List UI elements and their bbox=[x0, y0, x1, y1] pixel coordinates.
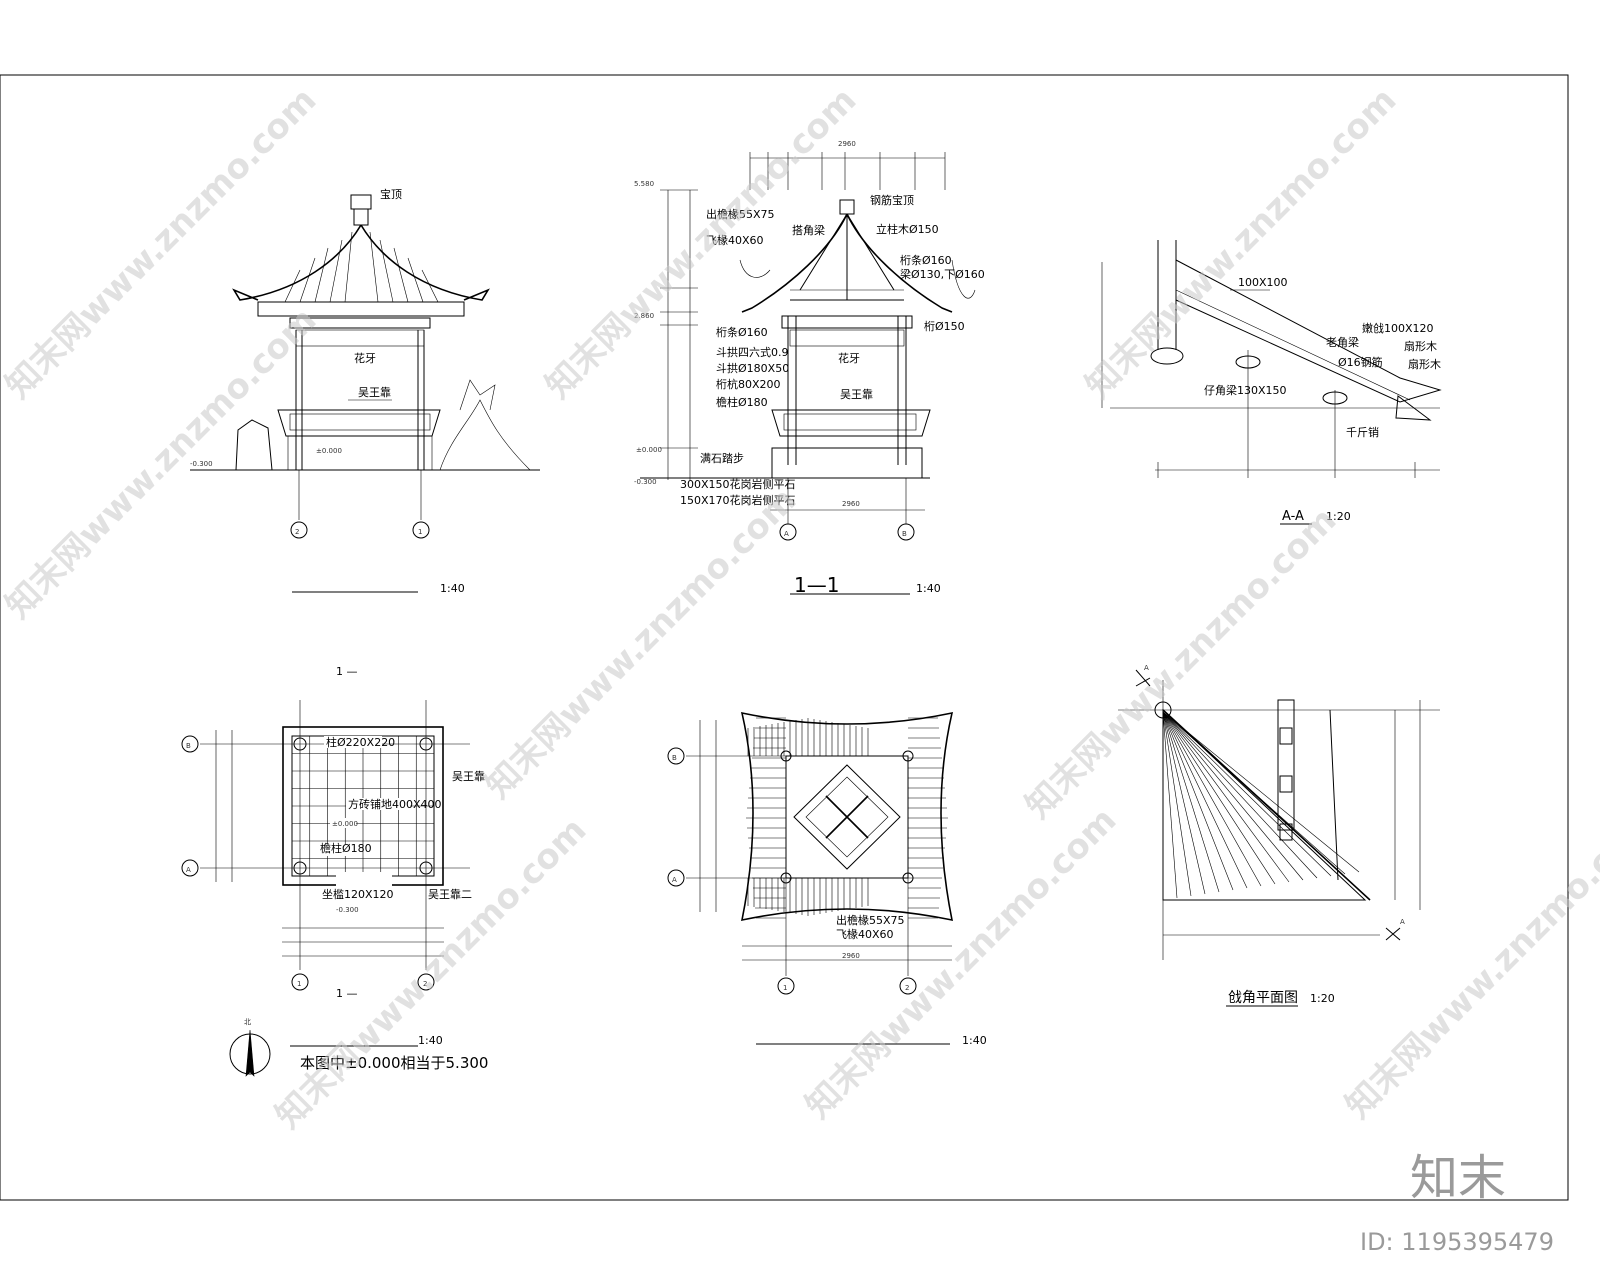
sec-label-1: 飞椽40X60 bbox=[706, 234, 764, 247]
roof-axis-row-1: A bbox=[672, 876, 677, 884]
roof-scale: 1:40 bbox=[962, 1034, 987, 1047]
plan-axis-row-1: A bbox=[186, 866, 191, 874]
plan-label-2: ±0.000 bbox=[332, 820, 358, 828]
aa-label-5: 仔角梁130X150 bbox=[1204, 383, 1287, 397]
aa-label-0: 100X100 bbox=[1238, 276, 1288, 289]
elev-axis-1: 1 bbox=[418, 528, 422, 536]
sec-label-16: 300X150花岗岩侧平石 bbox=[680, 477, 796, 491]
sec-label-2: 钢筋宝顶 bbox=[870, 193, 914, 207]
roof-plan-view: 2960 B A 1 2 出檐椽55X75 飞椽40X60 1:40 bbox=[667, 711, 987, 1047]
roof-axis-col-1: 2 bbox=[905, 984, 909, 992]
roof-axis-col-0: 1 bbox=[783, 984, 787, 992]
watermark-layer: 知末网www.znzmo.com 知末网www.znzmo.com 知末网www… bbox=[0, 80, 1600, 1136]
watermark-6: 知末网www.znzmo.com bbox=[268, 810, 594, 1136]
corner-title: 戗角平面图 bbox=[1228, 990, 1298, 1006]
watermark-8: 知末网www.znzmo.com bbox=[1338, 800, 1600, 1126]
roof-label-0: 出檐椽55X75 bbox=[836, 913, 905, 927]
corner-mark-top: A bbox=[1144, 664, 1149, 672]
aa-label-4: 扇形木 bbox=[1404, 339, 1437, 353]
sec-label-10: 斗拱Ø180X50 bbox=[716, 361, 789, 375]
elev-level-ground: -0.300 bbox=[190, 460, 213, 468]
sec-label-13: 花牙 bbox=[838, 352, 860, 365]
plan-note: 本图中±0.000相当于5.300 bbox=[300, 1054, 488, 1072]
sec-label-5: 桁条Ø160 bbox=[900, 253, 952, 267]
sec-scale: 1:40 bbox=[916, 582, 941, 595]
roof-dim-bottom: 2960 bbox=[842, 952, 860, 960]
sec-label-14: 吴王靠 bbox=[840, 387, 873, 401]
corner-mark-bottom: A bbox=[1400, 918, 1405, 926]
aa-label-2: 嫩戗100X120 bbox=[1362, 321, 1434, 335]
watermark-1: 知末网www.znzmo.com bbox=[538, 80, 864, 406]
plan-scale: 1:40 bbox=[418, 1034, 443, 1047]
plan-title: 1 — bbox=[336, 987, 358, 1000]
watermark-5: 知末网www.znzmo.com bbox=[1018, 500, 1344, 826]
sec-title: 1—1 bbox=[794, 573, 839, 597]
elev-level-zero: ±0.000 bbox=[316, 447, 342, 455]
plan-label-7: 吴王靠二 bbox=[428, 887, 472, 901]
north-label: 北 bbox=[244, 1018, 251, 1026]
sec-label-6: 梁Ø130,下Ø160 bbox=[900, 267, 985, 281]
aa-title: A-A bbox=[1282, 509, 1304, 524]
plan-axis-col-0: 1 bbox=[297, 980, 301, 988]
sheet-border bbox=[0, 74, 1569, 1201]
brand-logo: 知末 bbox=[1410, 1150, 1506, 1206]
elev-label-0: 宝顶 bbox=[380, 187, 402, 201]
sec-label-8: 桁条Ø160 bbox=[716, 325, 768, 339]
aa-label-4b: 扇形木 bbox=[1408, 357, 1441, 371]
sec-label-15: 满石踏步 bbox=[700, 451, 744, 465]
plan-label-0: 柱Ø220X220 bbox=[326, 735, 395, 749]
aa-label-1: 老角梁 bbox=[1326, 335, 1359, 349]
sec-label-3: 搭角梁 bbox=[792, 223, 825, 237]
sec-label-4: 立柱木Ø150 bbox=[876, 222, 939, 236]
sec-label-7: 桁Ø150 bbox=[924, 319, 965, 333]
plan-axis-col-1: 2 bbox=[423, 980, 427, 988]
aa-label-6: 千斤销 bbox=[1346, 425, 1379, 439]
elev-label-2: 吴王靠 bbox=[358, 385, 391, 399]
watermark-7: 知末网www.znzmo.com bbox=[798, 800, 1124, 1126]
sec-label-17: 150X170花岗岩侧平石 bbox=[680, 493, 796, 507]
roof-label-1: 飞椽40X60 bbox=[836, 928, 894, 941]
sec-label-9: 斗拱四六式0.9 bbox=[716, 345, 789, 359]
sec-dim-bottom: 2960 bbox=[842, 500, 860, 508]
section-1-1-view: 2960 5.580 2.860 ±0.000 -0.300 bbox=[634, 140, 985, 597]
sec-label-0: 出檐椽55X75 bbox=[706, 207, 775, 221]
roof-axis-row-0: B bbox=[672, 754, 677, 762]
section-aa-view: 100X100 老角梁 嫩戗100X120 Ø16钢筋 扇形木 扇形木 仔角梁1… bbox=[1101, 240, 1442, 525]
corner-rafter-fan bbox=[1162, 711, 1360, 900]
elev-label-1: 花牙 bbox=[354, 352, 376, 365]
plan-label-3: 檐柱Ø180 bbox=[320, 841, 372, 855]
plan-label-1: 方砖铺地400X400 bbox=[348, 797, 442, 811]
plan-axis-row-0: B bbox=[186, 742, 191, 750]
corner-plan-view: A A 戗角平面图 1:20 bbox=[1118, 664, 1440, 1007]
elev-title: 1 — bbox=[336, 665, 358, 678]
roof-rafter-lines bbox=[746, 717, 948, 919]
sec-level-2: ±0.000 bbox=[636, 446, 662, 454]
elev-scale: 1:40 bbox=[440, 582, 465, 595]
plan-label-5: -0.300 bbox=[336, 906, 359, 914]
plan-label-6: 吴王靠 bbox=[452, 769, 485, 783]
plan-label-4: 坐槛120X120 bbox=[322, 887, 394, 901]
sec-label-12: 檐柱Ø180 bbox=[716, 395, 768, 409]
sec-axis-1: B bbox=[902, 530, 907, 538]
aa-scale: 1:20 bbox=[1326, 510, 1351, 523]
elev-axis-0: 2 bbox=[295, 528, 299, 536]
document-id: ID: 1195395479 bbox=[1360, 1228, 1554, 1256]
sec-label-11: 桁杭80X200 bbox=[716, 377, 781, 391]
floor-plan-view: B A 1 2 柱Ø220X220 方砖铺地400X400 ±0.000 檐柱Ø… bbox=[181, 700, 488, 1077]
aa-label-3: Ø16钢筋 bbox=[1338, 355, 1383, 369]
sec-axis-0: A bbox=[784, 530, 789, 538]
sec-dim-top: 2960 bbox=[838, 140, 856, 148]
corner-scale: 1:20 bbox=[1310, 992, 1335, 1005]
watermark-4: 知末网www.znzmo.com bbox=[478, 480, 804, 806]
sec-level-1: 2.860 bbox=[634, 312, 654, 320]
sec-level-0: 5.580 bbox=[634, 180, 654, 188]
sec-level-3: -0.300 bbox=[634, 478, 657, 486]
elevation-view: 宝顶 花牙 吴王靠 ±0.000 -0.300 2 1 1:40 1 — bbox=[190, 187, 540, 678]
